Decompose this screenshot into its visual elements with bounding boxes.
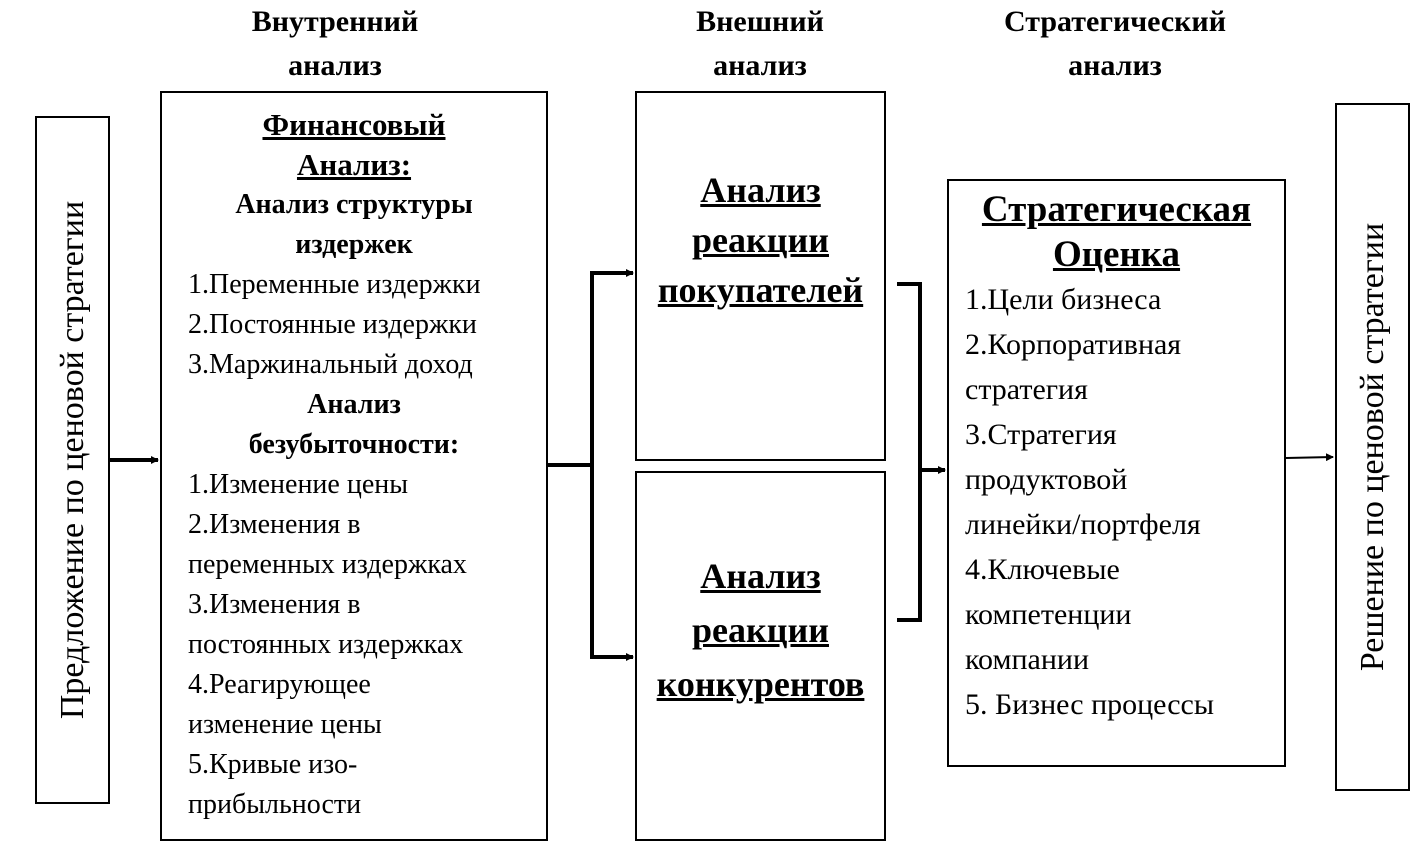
competitors-reaction-box: Анализ реакции конкурентов: [635, 471, 886, 841]
list-item: 2.Постоянные издержки: [188, 309, 477, 340]
header-strategic-analysis: Стратегический анализ: [1003, 5, 1226, 82]
list-item: 2.Изменения в: [188, 509, 361, 540]
breakeven-heading-2: безубыточности:: [248, 429, 460, 460]
list-item: 3.Изменения в: [188, 589, 361, 620]
list-item: 1.Переменные издержки: [188, 269, 481, 300]
buyers-reaction-line: реакции: [692, 220, 829, 260]
buyers-reaction-line: Анализ: [700, 170, 821, 210]
breakeven-heading: Анализ: [307, 389, 401, 420]
connector-bracket: [897, 282, 922, 622]
list-item: 3.Маржинальный доход: [188, 349, 473, 380]
competitors-reaction-line: реакции: [692, 610, 829, 650]
list-item: изменение цены: [188, 709, 382, 740]
list-item: переменных издержках: [188, 549, 467, 580]
competitors-reaction-line: Анализ: [700, 556, 821, 596]
strategic-evaluation-title: Стратегическая: [981, 189, 1252, 230]
cost-structure-heading: Анализ структуры: [235, 189, 473, 220]
list-item: стратегия: [965, 373, 1088, 406]
list-item: 1.Изменение цены: [188, 469, 409, 500]
list-item: 5. Бизнес процессы: [965, 688, 1215, 721]
list-item: 1.Цели бизнеса: [965, 283, 1162, 316]
decision-box: Решение по ценовой стратегии: [1335, 103, 1410, 791]
buyers-reaction-box: Анализ реакции покупателей: [635, 91, 886, 461]
arrow-to-decision: [1285, 453, 1334, 462]
list-item: компании: [965, 643, 1089, 676]
list-item: постоянных издержках: [188, 629, 464, 660]
cost-structure-heading-2: издержек: [295, 229, 413, 260]
header-external-analysis: Внешний анализ: [696, 5, 824, 82]
list-item: продуктовой: [965, 463, 1128, 496]
internal-analysis-box: Финансовый Анализ: Анализ структуры изде…: [160, 91, 548, 841]
strategic-evaluation-title-2: Оценка: [1052, 234, 1181, 275]
list-item: линейки/портфеля: [965, 508, 1201, 541]
list-item: 5.Кривые изо-: [188, 749, 358, 780]
list-item: 3.Стратегия: [965, 418, 1117, 451]
buyers-reaction-line: покупателей: [657, 270, 864, 310]
header-internal-analysis: Внутренний анализ: [251, 5, 419, 82]
proposal-box: Предложение по ценовой стратегии: [35, 116, 110, 804]
list-item: прибыльности: [188, 789, 362, 820]
competitors-reaction-line: конкурентов: [656, 664, 865, 704]
list-item: 4.Ключевые: [965, 553, 1120, 586]
list-item: компетенции: [965, 598, 1132, 631]
list-item: 4.Реагирующее: [188, 669, 371, 700]
financial-analysis-title: Финансовый: [262, 107, 446, 142]
strategic-evaluation-box: Стратегическая Оценка 1.Цели бизнеса 2.К…: [947, 179, 1286, 767]
list-item: 2.Корпоративная: [965, 328, 1182, 361]
financial-analysis-title-2: Анализ:: [296, 147, 412, 182]
